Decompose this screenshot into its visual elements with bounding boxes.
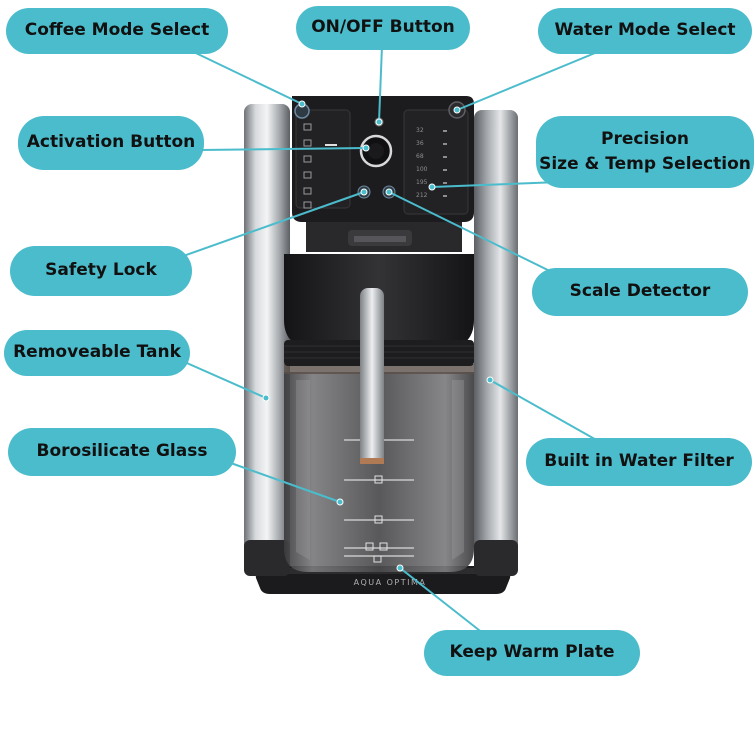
brand-label: AQUA OPTIMA bbox=[354, 578, 427, 587]
panel-number: 100 bbox=[416, 166, 428, 173]
panel-number: 68 bbox=[416, 153, 424, 160]
callout-built-in-filter: Built in Water Filter bbox=[526, 438, 752, 486]
panel-number: 32 bbox=[416, 127, 424, 134]
callout-coffee-mode: Coffee Mode Select bbox=[6, 8, 228, 54]
callout-on-off: ON/OFF Button bbox=[296, 6, 470, 50]
water-filter-column bbox=[474, 110, 518, 576]
panel-number-list: 32 36 68 100 195 212 bbox=[416, 127, 428, 199]
callout-borosilicate: Borosilicate Glass bbox=[8, 428, 236, 476]
callout-scale-detector: Scale Detector bbox=[532, 268, 748, 316]
shower-head bbox=[306, 222, 462, 252]
panel-number: 212 bbox=[416, 192, 428, 199]
removeable-tank-column bbox=[244, 104, 290, 576]
callout-activation: Activation Button bbox=[18, 116, 204, 170]
control-panel: 32 36 68 100 195 212 bbox=[292, 96, 474, 222]
steel-spout bbox=[360, 288, 384, 464]
leader-endpoints bbox=[262, 100, 494, 572]
callout-water-mode: Water Mode Select bbox=[538, 8, 752, 54]
callout-safety-lock: Safety Lock bbox=[10, 246, 192, 296]
callout-precision: Precision Size & Temp Selection bbox=[536, 116, 754, 188]
callout-removeable-tank: Removeable Tank bbox=[4, 330, 190, 376]
panel-number: 36 bbox=[416, 140, 424, 147]
leader-lines bbox=[151, 31, 613, 635]
callout-keep-warm: Keep Warm Plate bbox=[424, 630, 640, 676]
panel-number: 195 bbox=[416, 179, 428, 186]
